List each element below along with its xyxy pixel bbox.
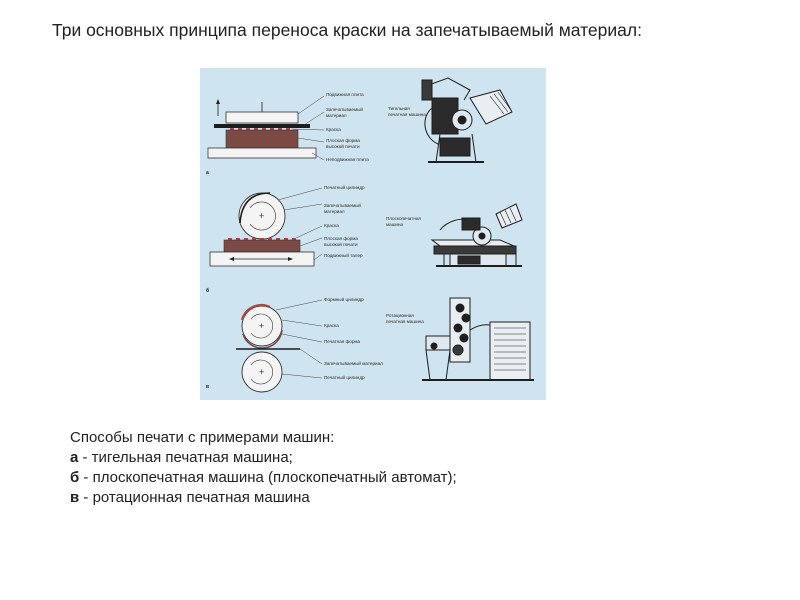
label-a-1: Подвижная плита <box>326 92 364 97</box>
slide-title: Три основных принципа переноса краски на… <box>52 20 642 40</box>
machine-a-label-1: Тигельная <box>388 106 410 111</box>
label-c-2: Краска <box>324 323 339 328</box>
label-c-3: Печатная форма <box>324 339 361 344</box>
caption-item-b-text: - плоскопечатная машина (плоскопечатный … <box>79 469 457 486</box>
machine-c-label-2: печатная машина <box>386 319 424 324</box>
machine-b-label-2: машина <box>386 222 404 227</box>
platen-press-machine-illustration <box>421 77 513 163</box>
flatbed-press-machine-illustration <box>430 203 523 267</box>
printing-diagram: Подвижная плита Запечатываемый материал … <box>206 77 534 393</box>
flat-forme <box>223 239 301 253</box>
caption-item-a-letter: а <box>70 449 79 466</box>
caption-item-c: в - ротационная печатная машина <box>70 488 457 508</box>
machine-b-label-1: Плоскопечатная <box>386 216 421 221</box>
machine-a-label-2: печатная машина <box>388 112 426 117</box>
panel-b-letter: б <box>206 287 209 294</box>
panel-c-letter: в <box>206 384 209 390</box>
printing-principles-figure: Подвижная плита Запечатываемый материал … <box>200 68 546 400</box>
svg-text:+: + <box>259 321 264 331</box>
label-a-7: Неподвижная плита <box>326 157 369 162</box>
label-b-6: высокой печати <box>324 241 358 247</box>
caption-item-b: б - плоскопечатная машина (плоскопечатны… <box>70 468 457 488</box>
rotary-press-machine-illustration <box>422 297 534 381</box>
label-a-6: высокой печати <box>326 143 360 149</box>
caption-item-c-letter: в <box>70 489 80 506</box>
caption-item-a-text: - тигельная печатная машина; <box>78 449 293 466</box>
caption-intro: Способы печати с примерами машин: <box>70 429 335 446</box>
label-a-4: Краска <box>326 127 341 132</box>
relief-forme <box>225 129 299 149</box>
label-a-2: Запечатываемый <box>326 106 363 112</box>
panel-a-letter: а <box>206 170 209 176</box>
svg-text:+: + <box>259 367 264 377</box>
figure-caption: Способы печати с примерами машин: а - ти… <box>70 428 457 508</box>
label-b-4: Краска <box>324 223 339 228</box>
label-b-5: Плоская форма <box>324 236 358 241</box>
label-a-5: Плоская форма <box>326 138 360 143</box>
label-b-3: материал <box>324 209 345 214</box>
panel-a: Подвижная плита Запечатываемый материал … <box>206 77 513 176</box>
impression-cylinder-c <box>241 351 283 393</box>
caption-item-c-text: - ротационная печатная машина <box>79 489 310 506</box>
label-b-1: Печатный цилиндр <box>324 184 365 190</box>
label-a-3: материал <box>326 113 347 118</box>
caption-item-b-letter: б <box>70 469 80 486</box>
panel-c: + + Формный цилиндр Краска Печатная форм… <box>206 296 534 393</box>
moving-platen <box>225 111 299 124</box>
label-b-2: Запечатываемый <box>324 202 361 208</box>
label-c-5: Печатный цилиндр <box>324 374 365 380</box>
caption-item-a: а - тигельная печатная машина; <box>70 448 457 468</box>
fixed-platen <box>207 147 317 159</box>
label-b-7: Подвижный талер <box>324 252 363 258</box>
machine-c-label-1: Ротационная <box>386 313 414 318</box>
label-c-4: Запечатываемый материал <box>324 360 383 366</box>
panel-b: + <box>206 184 523 294</box>
label-c-1: Формный цилиндр <box>324 296 364 302</box>
svg-text:+: + <box>259 211 264 221</box>
paper-sheet <box>214 124 310 128</box>
